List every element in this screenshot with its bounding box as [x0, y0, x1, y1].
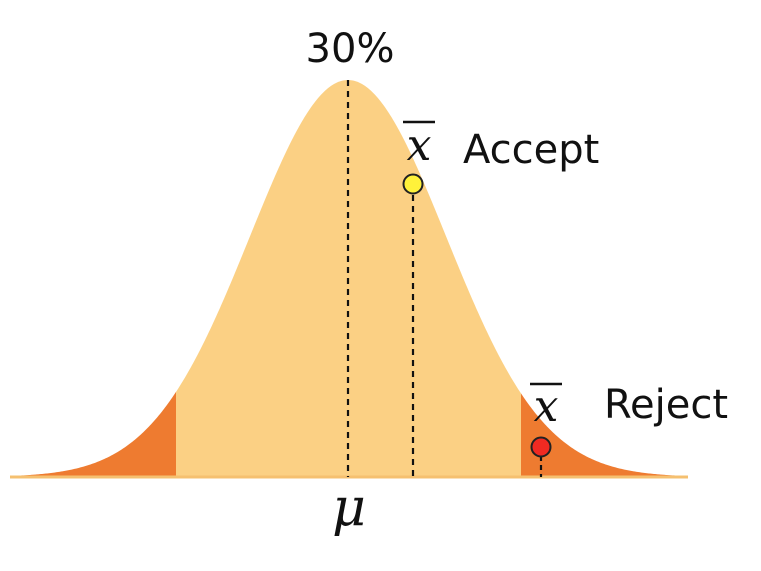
accept-xbar-letter: x	[407, 120, 432, 171]
reject-sample-point	[530, 436, 552, 458]
accept-sample-mean-symbol: x	[403, 120, 435, 171]
peak-label: 30%	[306, 26, 395, 72]
accept-sample-point	[402, 173, 424, 195]
mean-symbol: μ	[332, 478, 366, 538]
reject-xbar-letter: x	[534, 381, 559, 432]
accept-label: Accept	[463, 127, 599, 173]
rejection-region-right	[521, 393, 688, 477]
rejection-region-left	[10, 391, 176, 477]
reject-sample-mean-symbol: x	[530, 381, 562, 432]
reject-label: Reject	[604, 382, 728, 428]
